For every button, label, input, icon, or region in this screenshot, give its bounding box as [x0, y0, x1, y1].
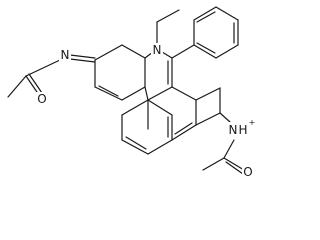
bond-phenyl-2-double: [196, 11, 216, 23]
bond-ring-d-1: [171, 86, 197, 101]
bond-ring-nitrogen-right: [219, 112, 231, 123]
bond-carbonyl-oxygen-left: [25, 75, 40, 96]
bond-ring-a-1: [94, 44, 123, 61]
bond-phenyl-link: [171, 44, 195, 59]
bond-carbonyl-oxygen-left-double: [28, 73, 43, 94]
bond-carbonyl-nitrogen-left: [25, 59, 61, 77]
bond-imine: [69, 54, 96, 59]
atom-label-positive-charge: +: [249, 118, 256, 127]
label-backdrop: [36, 92, 48, 106]
label-backdrop: [151, 43, 163, 57]
bond-ring-b-n-right: [161, 51, 173, 59]
bond-ring-c-4: [147, 139, 173, 155]
atom-label-imine-nitrogen: N: [61, 48, 70, 62]
label-backdrop: [226, 122, 248, 138]
bond-phenyl-2: [193, 6, 217, 21]
bond-ring-a-5-double: [98, 85, 119, 97]
bond-ring-c-3: [121, 139, 149, 155]
atom-labels: N O N N H + O: [36, 43, 255, 179]
bond-ring-d-4: [195, 87, 221, 101]
bond-carbonyl-oxygen-right-double: [225, 161, 244, 175]
label-backdrop: [59, 48, 71, 62]
label-backdrop: [242, 165, 254, 179]
bond-ethyl-2: [156, 9, 180, 23]
bond-ring-d-3-double: [174, 122, 193, 135]
bond-ring-c-1: [121, 99, 149, 116]
bond-ring-b-3: [144, 86, 149, 101]
bond-phenyl-6: [193, 44, 217, 59]
bond-nitrogen-carbonyl-right: [223, 139, 235, 159]
atom-label-ring-nitrogen: N: [153, 43, 162, 57]
atom-label-oxygen-left: O: [37, 92, 46, 106]
bond-ring-c-6: [147, 99, 173, 116]
bond-ring-b-2: [147, 86, 173, 101]
bond-phenyl-6-double: [196, 42, 216, 54]
bond-lines: [7, 6, 245, 175]
bond-ring-c-3-double: [125, 136, 147, 150]
chemical-structure: N O N N H + O: [7, 6, 255, 179]
bond-phenyl-3: [215, 6, 239, 21]
bond-ring-a-2: [121, 44, 146, 59]
atom-label-oxygen-right: O: [243, 165, 252, 179]
bond-carbonyl-methyl-right: [202, 157, 225, 171]
bond-methyl-carbonyl-left: [7, 75, 27, 98]
atom-label-amide-hydrogen: H: [238, 123, 247, 137]
bond-ring-d-3: [171, 124, 197, 141]
bond-ring-d-6: [195, 112, 221, 126]
bond-imine-double: [69, 58, 96, 63]
bond-carbonyl-oxygen-right: [223, 157, 245, 171]
atom-label-amide-nitrogen: N: [229, 123, 238, 137]
bond-ring-a-4: [121, 86, 146, 101]
bond-phenyl-5: [215, 44, 239, 59]
bond-ring-a-5: [94, 86, 123, 101]
